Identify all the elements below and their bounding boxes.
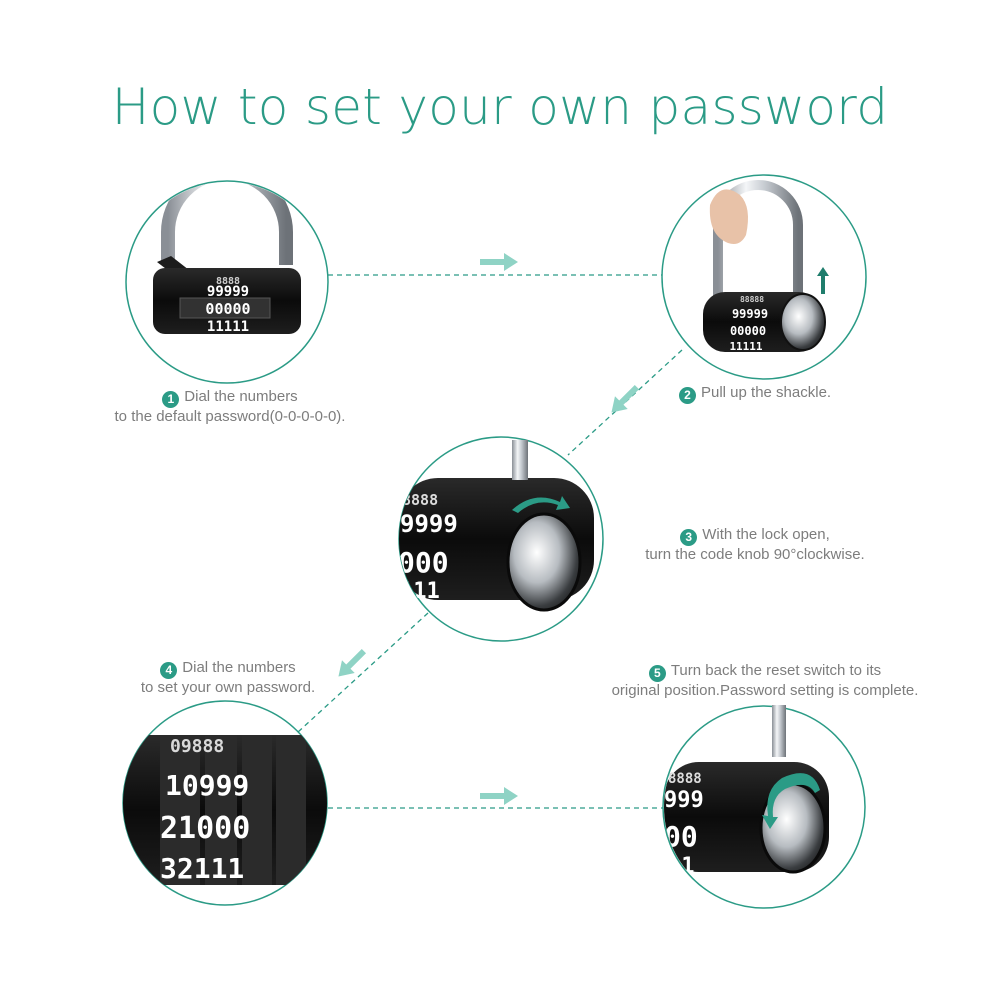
dial-row-c: 111 — [400, 579, 440, 604]
caption-line: to set your own password. — [140, 679, 316, 696]
dial-row-b: 00000 — [730, 324, 766, 338]
step-number-badge: 4 — [160, 662, 178, 679]
step-5-image: 8888 999 00 11 — [662, 705, 866, 909]
dial-row-c: 32111 — [160, 852, 244, 885]
dial-row-b: 00 — [664, 820, 698, 853]
caption-line: Dial the numbers — [182, 659, 296, 676]
dial-row-c: 11111 — [729, 340, 762, 353]
page-title: How to set your own password — [111, 78, 889, 136]
clockwise-arrow-icon — [512, 496, 570, 513]
dial-row-b: 00000 — [205, 300, 250, 318]
caption-line: Pull up the shackle. — [701, 384, 832, 401]
dial-row-b: 21000 — [160, 811, 250, 846]
caption-line: original position.Password setting is co… — [611, 682, 919, 699]
step-2-caption: 2 Pull up the shackle. — [679, 384, 831, 404]
connector-2-3 — [567, 349, 683, 456]
dial-row-top: 88888 — [740, 295, 764, 304]
dial-row-top: 8888 — [668, 771, 702, 787]
step-2-image: 88888 99999 00000 11111 — [661, 174, 867, 380]
dial-row-a: 9999 — [400, 510, 458, 538]
dial-row-b: 000 — [398, 546, 449, 579]
dial-row-c: 11111 — [207, 319, 249, 335]
diagonal-arrow-icon — [338, 648, 367, 677]
caption-line: Turn back the reset switch to its — [670, 662, 882, 679]
dial-row-a: 99999 — [207, 284, 249, 300]
step-number-badge: 5 — [648, 665, 666, 682]
dial-row-a: 999 — [664, 788, 704, 813]
caption-line: to the default password(0-0-0-0-0). — [114, 408, 346, 425]
right-arrow-icon — [480, 787, 518, 805]
up-arrow-icon — [817, 267, 829, 294]
step-3-image: 8888 9999 000 111 — [398, 436, 604, 642]
caption-line: Dial the numbers — [184, 388, 298, 405]
counterclockwise-arrow-icon — [762, 773, 820, 829]
step-1-image: 8888 99999 00000 11111 — [125, 180, 329, 384]
dial-row-top: 09888 — [170, 736, 224, 757]
right-arrow-icon — [480, 253, 518, 271]
step-4-image: 09888 10999 21000 32111 — [122, 700, 328, 906]
step-number-badge: 3 — [680, 529, 698, 546]
dial-row-a: 99999 — [732, 307, 768, 321]
dial-row-top: 8888 — [216, 276, 240, 287]
caption-line: turn the code knob 90°clockwise. — [645, 546, 865, 563]
step-number-badge: 2 — [679, 387, 696, 404]
dial-row-a: 10999 — [165, 769, 249, 802]
caption-line: With the lock open, — [702, 526, 830, 543]
connector-3-4 — [297, 612, 429, 733]
step-number-badge: 1 — [162, 391, 180, 408]
dial-row-top: 8888 — [402, 491, 438, 509]
diagonal-arrow-icon — [611, 384, 640, 413]
